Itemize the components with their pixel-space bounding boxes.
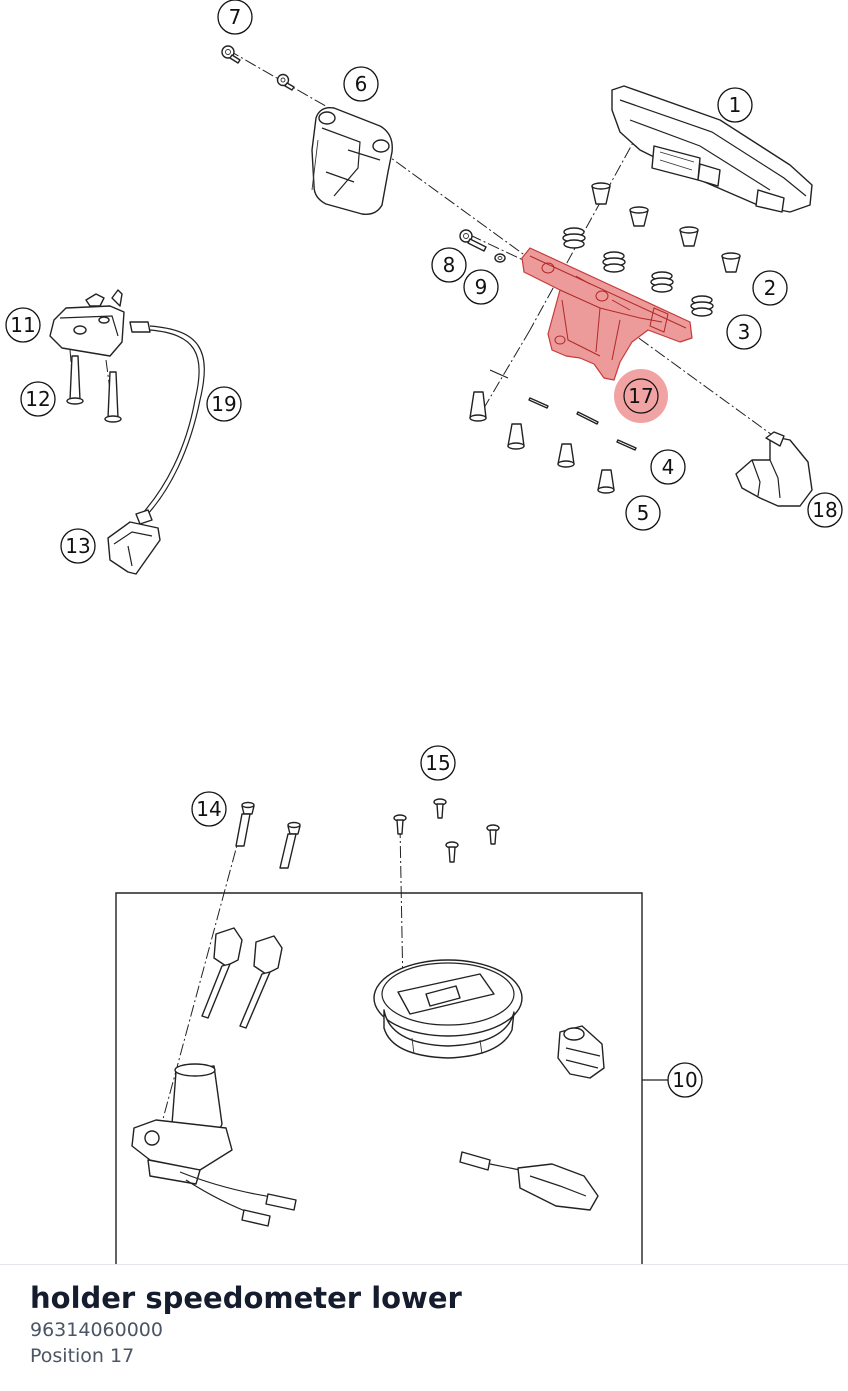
holder-speedometer-lower-part-17[interactable] — [521, 247, 693, 381]
callout-7[interactable]: 7 — [217, 0, 253, 35]
bracket-part-11[interactable] — [49, 289, 125, 357]
screw-part-8[interactable] — [459, 229, 487, 252]
callout-6[interactable]: 6 — [343, 66, 379, 102]
callout-14-label: 14 — [196, 797, 221, 821]
callout-10[interactable]: 10 — [667, 1062, 703, 1098]
callout-9-label: 9 — [475, 275, 488, 299]
callout-4[interactable]: 4 — [650, 449, 686, 485]
callout-15-label: 15 — [425, 751, 450, 775]
callout-14[interactable]: 14 — [191, 791, 227, 827]
screw-parts-15[interactable] — [393, 798, 500, 863]
callout-18[interactable]: 18 — [807, 492, 843, 528]
callout-4-label: 4 — [662, 455, 675, 479]
cover-part-6[interactable] — [311, 107, 393, 215]
callout-2[interactable]: 2 — [752, 270, 788, 306]
seat-lock-cylinder — [557, 1025, 605, 1079]
rubber-parts-4[interactable] — [489, 369, 637, 451]
callout-19-label: 19 — [211, 392, 236, 416]
callout-2-label: 2 — [764, 276, 777, 300]
ignition-keys — [201, 927, 283, 1029]
part-name: holder speedometer lower — [30, 1281, 462, 1315]
callout-17-label: 17 — [628, 384, 653, 408]
sleeve-parts-2[interactable] — [591, 182, 741, 273]
callout-3[interactable]: 3 — [726, 314, 762, 350]
screw-part-7[interactable] — [221, 45, 295, 91]
exploded-parts-diagram: 1 2 3 4 5 6 7 8 9 10 11 12 13 14 15 17 1… — [5, 0, 843, 1264]
callout-5[interactable]: 5 — [625, 495, 661, 531]
part-info-panel: holder speedometer lower 96314060000 Pos… — [0, 1264, 848, 1391]
callout-3-label: 3 — [738, 320, 751, 344]
speedometer-part-1[interactable] — [611, 85, 813, 213]
washer-part-9[interactable] — [494, 253, 506, 263]
callout-1-label: 1 — [729, 93, 742, 117]
immobilizer-antenna — [459, 1151, 599, 1211]
callout-1[interactable]: 1 — [717, 87, 753, 123]
screw-parts-14[interactable] — [235, 801, 301, 869]
callout-19[interactable]: 19 — [206, 386, 242, 422]
callout-11[interactable]: 11 — [5, 307, 41, 343]
callout-13[interactable]: 13 — [60, 528, 96, 564]
callout-6-label: 6 — [355, 72, 368, 96]
clamp-part-18[interactable] — [735, 431, 813, 507]
screw-parts-12[interactable] — [66, 355, 122, 423]
ignition-lock — [131, 1063, 297, 1227]
callout-17-halo — [614, 369, 668, 423]
callout-18-label: 18 — [812, 498, 837, 522]
callout-11-label: 11 — [10, 313, 35, 337]
cable-part-19[interactable] — [129, 321, 205, 525]
screw-parts-5[interactable] — [469, 391, 615, 494]
lock-set-part-10[interactable] — [115, 892, 668, 1264]
callout-8-label: 8 — [443, 253, 456, 277]
callout-7-label: 7 — [229, 5, 242, 29]
part-number: 96314060000 — [30, 1319, 163, 1341]
fuel-cap — [373, 959, 523, 1059]
callout-17[interactable]: 17 — [628, 384, 653, 408]
callout-9[interactable]: 9 — [463, 269, 499, 305]
grommet-parts-3[interactable] — [562, 227, 714, 317]
callout-15[interactable]: 15 — [420, 745, 456, 781]
callout-5-label: 5 — [637, 501, 650, 525]
callout-8[interactable]: 8 — [431, 247, 467, 283]
callout-12[interactable]: 12 — [20, 381, 56, 417]
callout-12-label: 12 — [25, 387, 50, 411]
callout-10-label: 10 — [672, 1068, 697, 1092]
holder-part-13[interactable] — [107, 521, 161, 575]
part-position: Position 17 — [30, 1345, 135, 1367]
callout-13-label: 13 — [65, 534, 90, 558]
